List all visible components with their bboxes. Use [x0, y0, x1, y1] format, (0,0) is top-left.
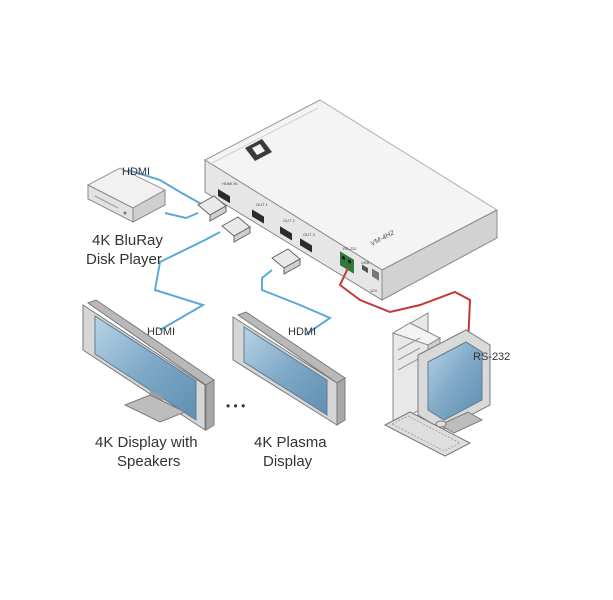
- hdmi-cable-source: [127, 169, 204, 206]
- hdmi-cables: [127, 169, 333, 336]
- rear-label-usb: USB: [361, 260, 370, 265]
- hdmi-plug-2: [221, 216, 251, 243]
- hdmi-port-in: HDMI IN: [218, 181, 237, 204]
- plasma-display: [232, 311, 346, 426]
- hdmi-plug-1: [197, 195, 227, 222]
- hdmi-cable-display2: [261, 269, 333, 336]
- port-label-out2: OUT 2: [283, 218, 295, 223]
- hdmi-port-out3: OUT 3: [300, 232, 315, 253]
- rs232-label: RS-232: [473, 351, 510, 363]
- power-jack: 12V: [370, 268, 379, 293]
- port-label-in: HDMI IN: [222, 181, 237, 186]
- display1-label-line1: 4K Display with: [95, 434, 198, 451]
- hdmi-label-display2: HDMI: [288, 326, 316, 338]
- rs232-cable: [338, 267, 472, 346]
- rear-label-12v: 12V: [370, 288, 377, 293]
- distribution-amplifier: VM-4H2 HDMI IN OUT 1 OUT 2 OUT 3 RS-232 …: [203, 99, 499, 301]
- bluray-label-line1: 4K BluRay: [92, 232, 163, 249]
- rs232-terminal-block: RS-232: [340, 246, 357, 274]
- hdmi-port-out1: OUT 1: [252, 202, 268, 224]
- port-label-out1: OUT 1: [256, 202, 268, 207]
- bluray-label-line2: Disk Player: [86, 251, 162, 268]
- port-label-out3: OUT 3: [303, 232, 315, 237]
- display2-label-line1: 4K Plasma: [254, 434, 327, 451]
- bluray-player: [86, 167, 167, 223]
- brand-logo-icon: [245, 139, 272, 161]
- usb-port: USB: [361, 260, 370, 274]
- ellipsis-more-displays: • • •: [226, 399, 245, 413]
- hdmi-cable-display1: [153, 231, 221, 331]
- display1-label-line2: Speakers: [117, 453, 180, 470]
- display2-label-line2: Display: [263, 453, 313, 470]
- hdmi-label-display1: HDMI: [147, 326, 175, 338]
- hdmi-plug-3: [271, 248, 301, 275]
- pc-computer: [383, 312, 491, 457]
- display-with-speakers: [82, 299, 215, 431]
- hdmi-port-out2: OUT 2: [280, 218, 295, 241]
- rear-label-rs232: RS-232: [343, 246, 357, 251]
- hdmi-label-source: HDMI: [122, 166, 150, 178]
- hdmi-cable-source-loop: [164, 212, 199, 220]
